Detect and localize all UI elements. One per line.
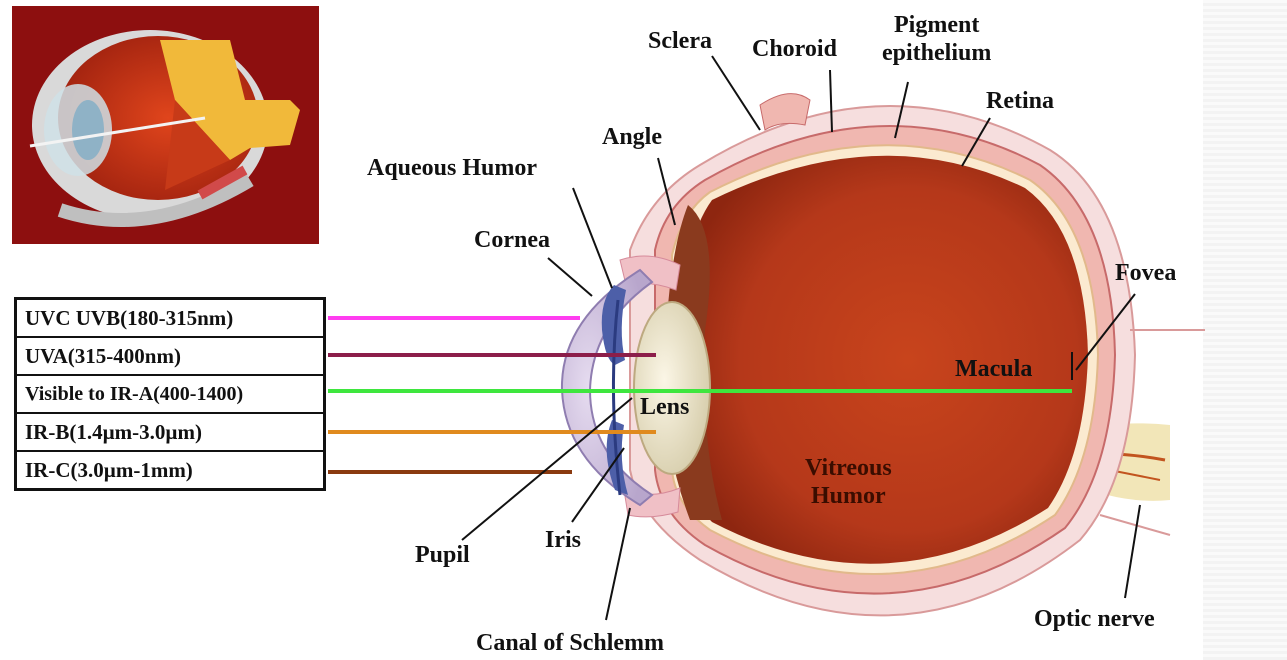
- label-choroid: Choroid: [752, 37, 837, 61]
- label-macula: Macula: [955, 357, 1032, 381]
- label-pupil: Pupil: [415, 543, 470, 567]
- label-retina: Retina: [986, 89, 1054, 113]
- label-aqueous-humor: Aqueous Humor: [367, 156, 537, 180]
- legend-row-visible-ir-a: Visible to IR-A(400-1400): [17, 376, 323, 414]
- label-iris: Iris: [545, 528, 581, 552]
- wavelength-legend-table: UVC UVB(180-315nm) UVA(315-400nm) Visibl…: [14, 297, 326, 491]
- label-cornea: Cornea: [474, 228, 550, 252]
- inset-eye-thumbnail: [12, 6, 319, 244]
- legend-row-uva: UVA(315-400nm): [17, 338, 323, 376]
- label-vitreous-humor: Vitreous Humor: [805, 455, 892, 510]
- label-canal-of-schlemm: Canal of Schlemm: [476, 631, 664, 655]
- legend-row-ir-c: IR-C(3.0µm-1mm): [17, 452, 323, 490]
- label-fovea: Fovea: [1115, 261, 1176, 285]
- label-angle: Angle: [602, 125, 662, 149]
- label-lens: Lens: [640, 395, 689, 419]
- eye-cross-section: [562, 94, 1205, 616]
- label-optic-nerve: Optic nerve: [1034, 607, 1155, 631]
- label-pigment-epithelium: Pigment epithelium: [882, 12, 991, 67]
- label-sclera: Sclera: [648, 29, 712, 53]
- legend-row-uvc-uvb: UVC UVB(180-315nm): [17, 300, 323, 338]
- legend-row-ir-b: IR-B(1.4µm-3.0µm): [17, 414, 323, 452]
